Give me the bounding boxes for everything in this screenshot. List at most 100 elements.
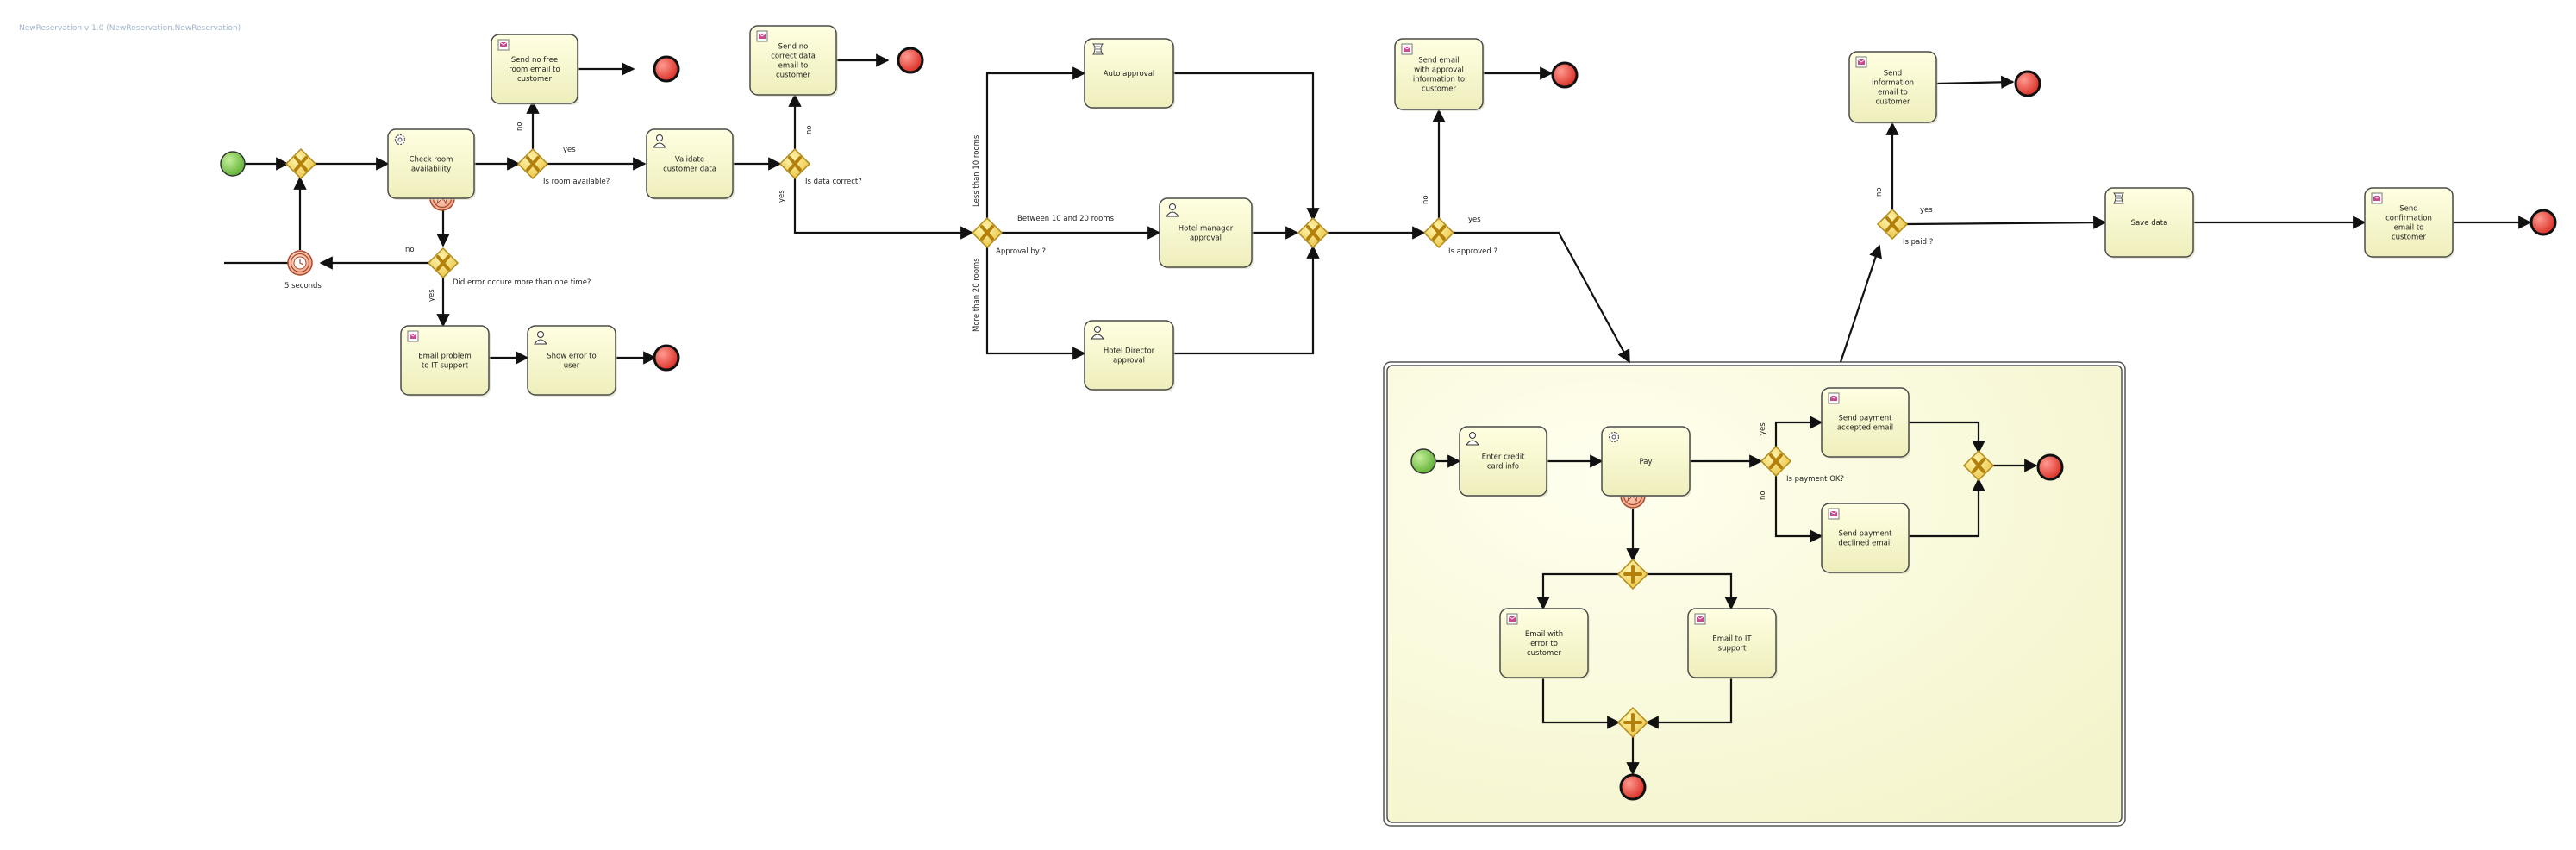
exclusive-x-icon: [436, 255, 450, 271]
less-than-10-label: Less than 10 rooms: [972, 134, 981, 207]
task-label: Auto approval: [1104, 70, 1155, 78]
user-task-icon: [1166, 203, 1179, 217]
gw-payment-ok-label: Is payment OK?: [1786, 475, 1844, 484]
gateway-data-correct[interactable]: [778, 147, 811, 180]
user-task-icon: [1466, 432, 1479, 446]
send-task-icon: [756, 30, 768, 42]
timer-label: 5 seconds: [284, 282, 322, 291]
payment-subprocess[interactable]: [1383, 361, 2126, 827]
gw-approval-label: Approval by ?: [996, 247, 1046, 256]
end-event-show-error[interactable]: [653, 344, 680, 372]
end-event-approval-info[interactable]: [1551, 61, 1579, 89]
user-task-icon: [1091, 326, 1104, 340]
exclusive-x-icon: [526, 156, 540, 172]
end-event-no-free-room[interactable]: [653, 55, 680, 83]
end-event-confirmation[interactable]: [2529, 209, 2557, 236]
script-task-icon: [1091, 43, 1104, 55]
gateway-payment-ok[interactable]: [1760, 445, 1792, 478]
gateway-parallel-split[interactable]: [1616, 558, 1649, 591]
parallel-plus-icon: [1623, 713, 1642, 732]
user-task-icon: [653, 134, 666, 148]
gateway-is-paid[interactable]: [1876, 208, 1909, 241]
timer-event[interactable]: [287, 250, 313, 276]
gateway-merge-start[interactable]: [284, 147, 317, 180]
no-room-label: no: [516, 122, 524, 131]
yes-paid-label: yes: [1920, 206, 1933, 215]
yes-approved-label: yes: [1468, 216, 1481, 224]
exclusive-x-icon: [1306, 225, 1320, 241]
gateway-room-available[interactable]: [516, 147, 549, 180]
gateway-payment-merge[interactable]: [1962, 449, 1995, 482]
task-label: Pay: [1640, 458, 1653, 466]
gw-error-label: Did error occure more than one time?: [453, 278, 591, 287]
task-save-data[interactable]: Save data: [2104, 187, 2195, 259]
gateway-error-count[interactable]: [427, 247, 460, 279]
exclusive-x-icon: [1972, 458, 1985, 473]
yes-data-label: yes: [778, 190, 786, 203]
sequence-flows: [224, 53, 2532, 776]
end-event-no-correct-data[interactable]: [897, 47, 924, 74]
exclusive-x-icon: [294, 156, 308, 172]
gateway-approval-by[interactable]: [971, 216, 1004, 249]
breadcrumb[interactable]: NewReservation v 1.0 (NewReservation.New…: [19, 24, 241, 33]
end-event-info-email[interactable]: [2014, 70, 2041, 97]
send-task-icon: [1506, 613, 1518, 625]
send-task-icon: [497, 39, 510, 51]
gw-paid-label: Is paid ?: [1903, 238, 1933, 247]
gateway-parallel-join[interactable]: [1616, 706, 1649, 739]
subprocess-start-event[interactable]: [1410, 448, 1436, 474]
start-event[interactable]: [220, 151, 246, 177]
exclusive-x-icon: [788, 156, 802, 172]
subprocess-end-event-error[interactable]: [1619, 773, 1647, 801]
send-task-icon: [1855, 56, 1867, 68]
send-task-icon: [1694, 613, 1706, 625]
gateway-is-approved[interactable]: [1422, 216, 1455, 249]
subprocess-end-event-payment[interactable]: [2036, 453, 2064, 481]
gateway-approval-merge[interactable]: [1297, 216, 1329, 249]
service-task-icon: [1608, 431, 1620, 443]
task-pay[interactable]: Pay: [1601, 426, 1691, 497]
gateways: [284, 147, 1995, 739]
exclusive-x-icon: [1885, 216, 1899, 232]
task-label: Save data: [2131, 219, 2168, 228]
script-task-icon: [2112, 192, 2125, 204]
more-than-20-label: More than 20 rooms: [972, 258, 981, 332]
exclusive-x-icon: [980, 225, 994, 241]
yes-room-label: yes: [563, 146, 576, 154]
service-task-icon: [394, 134, 406, 146]
task-auto-approval[interactable]: Auto approval: [1084, 38, 1175, 109]
no-approved-label: no: [1422, 195, 1430, 204]
